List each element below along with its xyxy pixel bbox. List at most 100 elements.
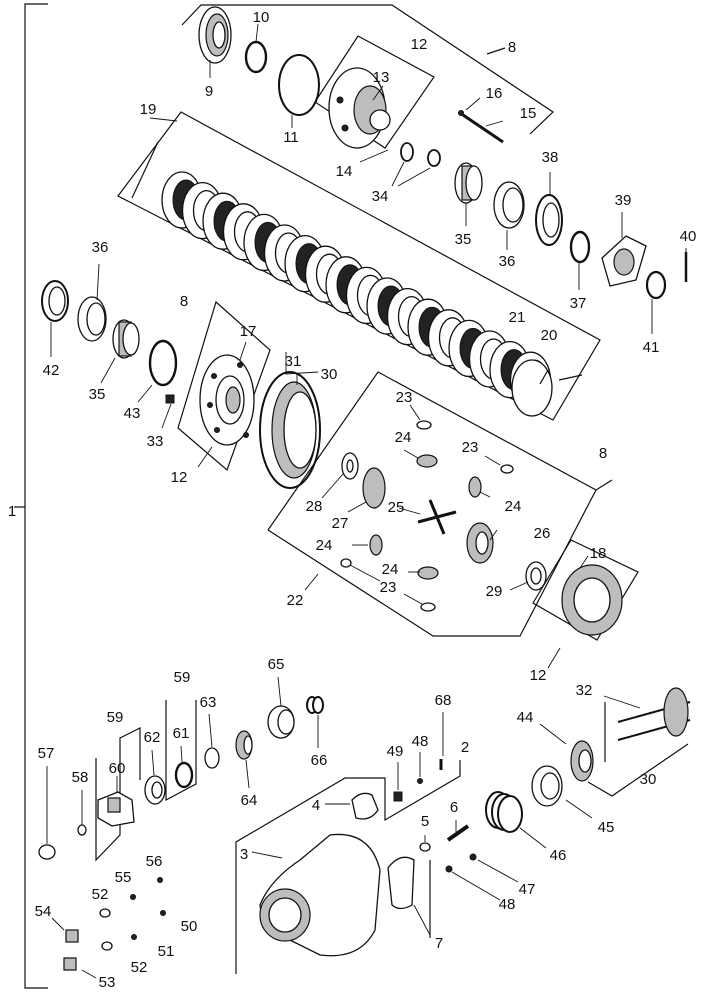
callout-c63: 63 (200, 694, 217, 711)
callout-c36a: 36 (499, 253, 516, 270)
callout-c8b: 8 (180, 293, 188, 310)
leader-19 (149, 117, 178, 122)
callout-c28: 28 (306, 498, 323, 515)
callout-c24b: 24 (505, 498, 522, 515)
callout-c40: 40 (680, 228, 697, 245)
callout-c29: 29 (486, 583, 503, 600)
o-ring-11-part (278, 54, 320, 128)
callout-c45: 45 (598, 819, 615, 836)
callout-c2: 2 (461, 739, 469, 756)
callout-c8a: 8 (508, 39, 516, 56)
callout-c37: 37 (570, 295, 587, 312)
callout-c56: 56 (146, 853, 163, 870)
callout-c23c: 23 (380, 579, 397, 596)
callout-c19: 19 (140, 101, 157, 118)
housing-12-top-part (314, 35, 435, 149)
callout-c31: 31 (285, 353, 302, 370)
callout-c51: 51 (158, 943, 175, 960)
ring-37-part (569, 230, 591, 290)
callout-c41: 41 (643, 339, 660, 356)
callout-c36b: 36 (92, 239, 109, 256)
callout-c35a: 35 (455, 231, 472, 248)
callout-c42: 42 (43, 362, 60, 379)
small-parts-50-58-part (38, 766, 166, 979)
callout-c1: 1 (8, 503, 16, 520)
callout-c44: 44 (517, 709, 534, 726)
o-rings-34-part (359, 142, 441, 187)
lock-plate-39-part (601, 212, 647, 287)
callout-c52a: 52 (92, 886, 109, 903)
axle-housing-3-part (235, 760, 461, 974)
callout-c10: 10 (253, 9, 270, 26)
seal-9-part (198, 6, 232, 78)
callout-c61: 61 (173, 725, 190, 742)
callout-c24d: 24 (382, 561, 399, 578)
callout-c46: 46 (550, 847, 567, 864)
callout-c7: 7 (435, 935, 443, 952)
callout-c24a: 24 (395, 429, 412, 446)
callout-c22: 22 (287, 592, 304, 609)
callout-c54: 54 (35, 903, 52, 920)
callout-c58: 58 (72, 769, 89, 786)
callout-c26: 26 (534, 525, 551, 542)
callout-c33: 33 (147, 433, 164, 450)
callout-c52b: 52 (131, 959, 148, 976)
callout-c12b: 12 (171, 469, 188, 486)
callout-c6: 6 (450, 799, 458, 816)
callout-c65: 65 (268, 656, 285, 673)
callout-c43: 43 (124, 405, 141, 422)
callout-c39: 39 (615, 192, 632, 209)
o-ring-10-part (244, 23, 268, 74)
callout-c59b: 59 (107, 709, 124, 726)
callout-c27: 27 (332, 515, 349, 532)
callout-c53: 53 (99, 974, 116, 991)
carrier-18-part (532, 539, 639, 669)
callout-labels: 1234567888910111212121314151617181920212… (8, 9, 697, 991)
yoke-60-part (95, 727, 141, 862)
callout-c8c: 8 (599, 445, 607, 462)
clutch-pack-19-part (117, 111, 601, 421)
housing-12-middle-part (177, 300, 271, 472)
callout-c62: 62 (144, 729, 161, 746)
callout-c34: 34 (372, 188, 389, 205)
bearing-35-left-part (100, 319, 140, 384)
pinion-group-30-part (539, 687, 691, 797)
assembly-bracket-1 (14, 3, 48, 989)
bearing-nut-42-part (41, 280, 69, 357)
callout-c60: 60 (109, 760, 126, 777)
bolt-33-part (161, 394, 175, 429)
callout-c24c: 24 (316, 537, 333, 554)
callout-c18: 18 (590, 545, 607, 562)
bolts-5-6-47-48-part (393, 712, 519, 938)
callout-c64: 64 (241, 792, 258, 809)
bearing-cup-36-top-part (493, 181, 525, 250)
callout-c66: 66 (311, 752, 328, 769)
callout-c4: 4 (312, 797, 320, 814)
callout-c17: 17 (240, 323, 257, 340)
callout-c59a: 59 (174, 669, 191, 686)
bearing-35-top-part (454, 162, 483, 226)
callout-c49: 49 (387, 743, 404, 760)
shims-46-part (485, 791, 547, 849)
callout-c23a: 23 (396, 389, 413, 406)
callout-c9: 9 (205, 83, 213, 100)
callout-c20: 20 (541, 327, 558, 344)
callout-c16: 16 (486, 85, 503, 102)
callout-c5: 5 (421, 813, 429, 830)
ring-gear-31-part (259, 352, 321, 489)
callout-c48a: 48 (412, 733, 429, 750)
callout-c55: 55 (115, 869, 132, 886)
callout-c48b: 48 (499, 896, 516, 913)
callout-c12a: 12 (411, 36, 428, 53)
group-outline-top (181, 4, 554, 135)
ring-41-part (645, 270, 667, 334)
callout-c38: 38 (542, 149, 559, 166)
clutch-end-plate (511, 359, 553, 417)
callout-c50: 50 (181, 918, 198, 935)
callout-c23b: 23 (462, 439, 479, 456)
callout-c30a: 30 (321, 366, 338, 383)
pinion-seals-61-66-part (144, 676, 324, 805)
callout-c47: 47 (519, 881, 536, 898)
